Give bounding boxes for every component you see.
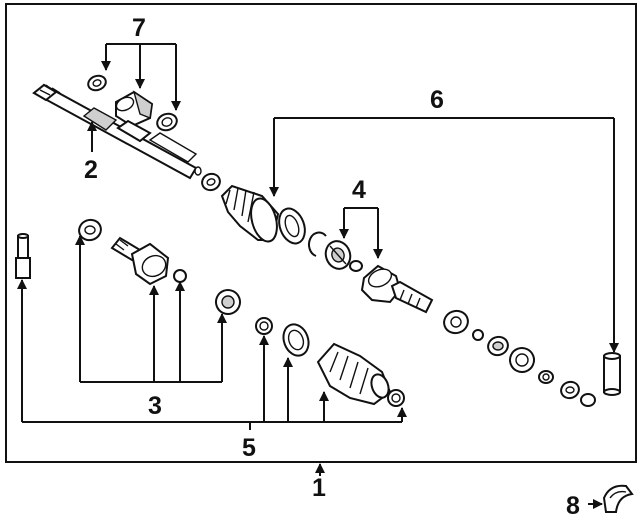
left-grease-tube <box>15 233 31 279</box>
axle-shaft <box>32 83 202 180</box>
callout-6-label: 6 <box>430 86 444 114</box>
boot-kit-large-clamp <box>282 323 310 357</box>
boot-kit-end-clamp <box>387 389 405 407</box>
callout-4-label: 4 <box>352 176 366 204</box>
callout-6-leaders <box>269 117 619 353</box>
callout-5-label: 5 <box>242 434 256 462</box>
inner-cv-cage <box>509 347 535 373</box>
callout-5-leaders <box>17 279 407 430</box>
tripod-bearing <box>215 289 241 315</box>
inner-cv-joint-housing <box>110 236 170 286</box>
boot-kit-small-clamp <box>255 317 273 335</box>
end-nut <box>560 380 580 400</box>
outer-cv-joint-housing <box>360 264 434 314</box>
outer-cv-boot <box>220 184 280 243</box>
inner-joint-small-ring <box>173 269 187 283</box>
outer-cv-bearing-cage <box>324 240 352 270</box>
damper-bushing <box>115 90 154 128</box>
boot-clamp-band <box>278 207 306 245</box>
small-washer <box>472 329 484 341</box>
callout-1-label: 1 <box>312 474 326 502</box>
assembly-frame <box>5 3 637 463</box>
dust-shield <box>602 484 634 513</box>
hub-seal <box>443 309 469 335</box>
inner-cv-boot <box>316 342 392 406</box>
callout-4-leaders <box>339 207 383 259</box>
outer-cv-spacer-ring <box>349 260 363 272</box>
callout-3-leaders <box>75 235 227 383</box>
inner-boot-clamp-ring <box>87 74 107 92</box>
callout-7-label: 7 <box>132 14 146 42</box>
retaining-c-clip <box>308 231 327 257</box>
callout-8-label: 8 <box>566 492 580 520</box>
right-grease-tube <box>603 352 621 396</box>
callout-2-label: 2 <box>84 156 98 184</box>
callout-3-label: 3 <box>148 392 162 420</box>
shaft-snap-ring <box>201 172 221 192</box>
needle-bearing-ring <box>538 370 554 384</box>
callout-7-leaders <box>101 43 181 111</box>
damper-clamp-ring <box>156 112 178 132</box>
end-cap-washer <box>580 393 596 407</box>
hub-bearing-race <box>487 335 509 357</box>
